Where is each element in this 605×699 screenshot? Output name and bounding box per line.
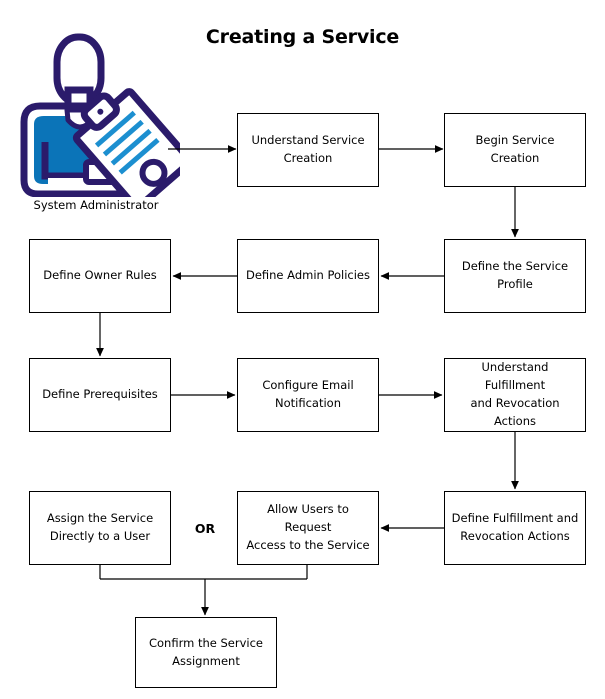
node-configure-email-notification[interactable]: Configure Email Notification (237, 358, 379, 432)
person-with-clipboard-icon (12, 32, 194, 211)
node-understand-fulfillment-and-revocation-actions[interactable]: Understand Fulfillment and Revocation Ac… (444, 358, 586, 432)
or-branch-label: OR (194, 521, 216, 536)
node-define-prerequisites[interactable]: Define Prerequisites (29, 358, 171, 432)
node-define-admin-policies[interactable]: Define Admin Policies (237, 239, 379, 313)
node-understand-service-creation[interactable]: Understand Service Creation (237, 113, 379, 187)
node-assign-the-service-directly-to-a-user[interactable]: Assign the Service Directly to a User (29, 491, 171, 565)
node-define-fulfillment-and-revocation-actions[interactable]: Define Fulfillment and Revocation Action… (444, 491, 586, 565)
node-allow-users-to-request-access-to-the-service[interactable]: Allow Users to Request Access to the Ser… (237, 491, 379, 565)
node-confirm-the-service-assignment[interactable]: Confirm the Service Assignment (135, 617, 277, 688)
actor-caption: System Administrator (33, 198, 159, 212)
node-define-owner-rules[interactable]: Define Owner Rules (29, 239, 171, 313)
node-define-the-service-profile[interactable]: Define the Service Profile (444, 239, 586, 313)
node-begin-service-creation[interactable]: Begin Service Creation (444, 113, 586, 187)
page-title: Creating a Service (205, 26, 400, 48)
